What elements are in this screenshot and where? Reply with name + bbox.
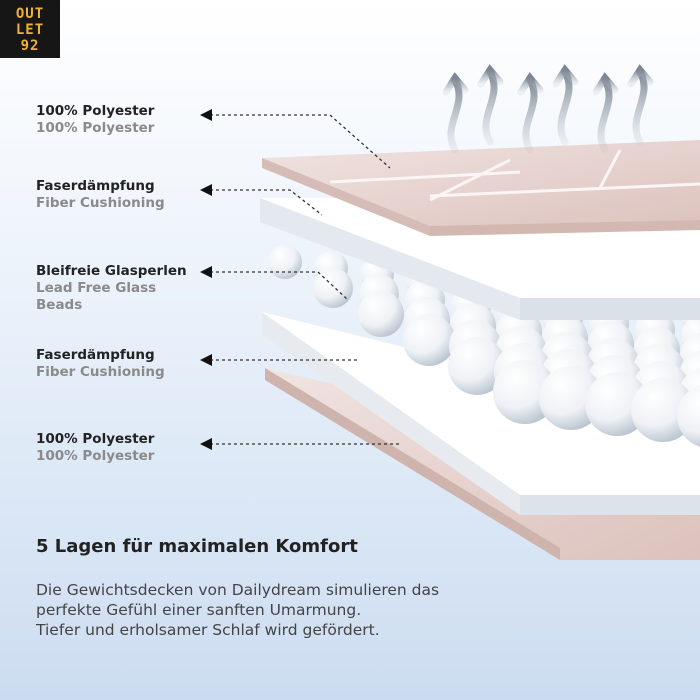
outlet92-logo: OUT LET 92: [0, 0, 60, 58]
pointer-lines: [210, 114, 400, 445]
layer-label-en-cont: Beads: [36, 297, 83, 313]
description-line: Tiefer und erholsamer Schlaf wird geförd…: [36, 621, 380, 639]
glass-bead: [448, 337, 506, 395]
heat-wave-arrowhead: [442, 72, 469, 96]
layer-label-2: Faserdämpfung Fiber Cushioning: [36, 178, 165, 212]
lower-fiber-layer: [262, 312, 700, 515]
arrow-left-icon: [200, 109, 212, 450]
layer-label-4: Faserdämpfung Fiber Cushioning: [36, 347, 165, 381]
heat-wave-arrowhead: [552, 64, 579, 88]
layer-label-de: Faserdämpfung: [36, 347, 155, 363]
layer-label-de: 100% Polyester: [36, 431, 155, 447]
glass-bead: [358, 291, 404, 337]
heat-wave-arrow-icon: [632, 68, 648, 146]
layer-label-5: 100% Polyester 100% Polyester: [36, 431, 154, 465]
heat-wave-arrowhead: [517, 72, 544, 96]
layer-label-1: 100% Polyester 100% Polyester: [36, 103, 154, 137]
glass-bead: [677, 385, 700, 447]
layer-label-de: 100% Polyester: [36, 103, 155, 119]
heat-wave-arrowhead: [592, 72, 619, 96]
glass-bead: [268, 245, 302, 279]
layer-label-en: 100% Polyester: [36, 120, 155, 136]
headline: 5 Lagen für maximalen Komfort: [36, 536, 358, 557]
heat-wave-arrow-icon: [557, 68, 573, 146]
logo-line-1: OUT: [15, 6, 45, 22]
layer-label-en: Fiber Cushioning: [36, 195, 165, 211]
heat-wave-arrow-icon: [447, 76, 463, 154]
heat-wave-arrow-icon: [482, 68, 498, 146]
heat-wave-arrow-icon: [522, 76, 538, 154]
description-line: perfekte Gefühl einer sanften Umarmung.: [36, 601, 362, 619]
description-line: Die Gewichtsdecken von Dailydream simuli…: [36, 581, 440, 599]
glass-bead: [403, 314, 455, 366]
heat-wave-arrowhead: [477, 64, 504, 88]
logo-line-2: LET: [15, 22, 45, 38]
layer-label-en: Fiber Cushioning: [36, 364, 165, 380]
layer-label-en: 100% Polyester: [36, 448, 155, 464]
heat-wave-arrow-icon: [442, 64, 654, 154]
layer-label-de: Faserdämpfung: [36, 178, 155, 194]
layer-label-en: Lead Free Glass: [36, 280, 157, 296]
logo-line-3: 92: [20, 38, 40, 54]
heat-wave-arrowhead: [627, 64, 654, 88]
layer-label-3: Bleifreie Glasperlen Lead Free Glass Bea…: [36, 263, 187, 314]
top-polyester-layer: [262, 140, 700, 236]
glass-bead: [313, 268, 353, 308]
heat-wave-arrow-icon: [597, 76, 613, 154]
description: Die Gewichtsdecken von Dailydream simuli…: [36, 580, 496, 640]
layer-label-de: Bleifreie Glasperlen: [36, 263, 187, 279]
